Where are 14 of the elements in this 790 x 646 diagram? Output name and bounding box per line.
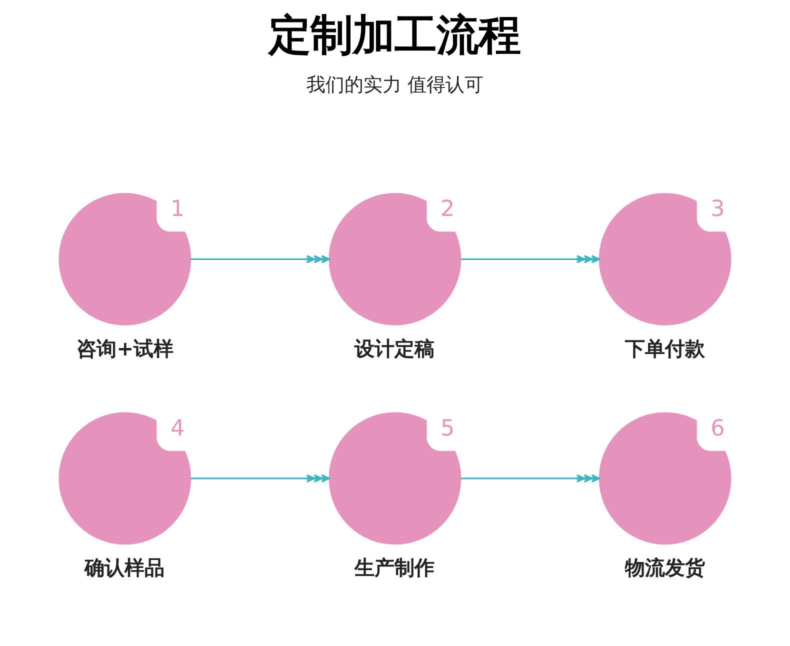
node-label: 3 bbox=[710, 196, 725, 222]
node-label: 2 bbox=[440, 196, 455, 222]
node-label: 物流发货 bbox=[624, 556, 705, 580]
node-label: 4 bbox=[170, 415, 185, 442]
node-label: 下单付款 bbox=[624, 336, 705, 360]
node-label: 生产制作 bbox=[354, 556, 435, 580]
node-label: 1 bbox=[170, 196, 185, 222]
node-label: 6 bbox=[710, 415, 725, 442]
node-label: 5 bbox=[440, 415, 455, 442]
node-label: 咨询+试样 bbox=[76, 336, 174, 360]
diagram-title: 定制加工流程 bbox=[268, 10, 520, 60]
label: 我们的实力 值得认可 bbox=[306, 74, 484, 96]
node-label: 确认样品 bbox=[84, 556, 165, 580]
node-label: 设计定稿 bbox=[354, 336, 435, 360]
